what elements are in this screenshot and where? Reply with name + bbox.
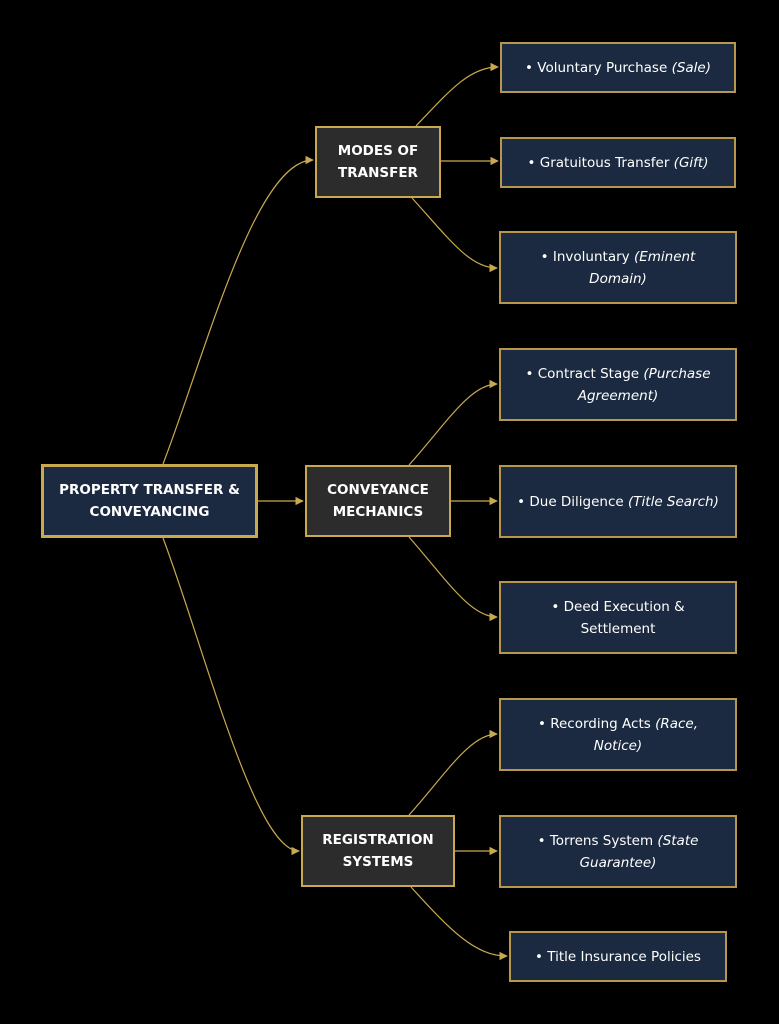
leaf-node-due-diligence: • Due Diligence (Title Search) — [499, 465, 737, 538]
leaf-main: • Torrens System — [537, 832, 654, 849]
leaf-detail: (Eminent Domain) — [589, 248, 696, 287]
leaf-main: • Due Diligence — [517, 493, 624, 510]
leaf-node-contract-stage: • Contract Stage (Purchase Agreement) — [499, 348, 737, 421]
edge-modes-to-voluntary — [415, 62, 499, 127]
leaf-main: • Gratuitous Transfer — [527, 154, 670, 171]
leaf-main: • Recording Acts — [537, 715, 651, 732]
leaf-text: • Gratuitous Transfer (Gift) — [528, 152, 709, 174]
branch-label: REGISTRATION SYSTEMS — [322, 832, 434, 870]
leaf-detail: (Sale) — [671, 59, 711, 76]
leaf-text: • Title Insurance Policies — [535, 946, 701, 968]
leaf-node-involuntary: • Involuntary (Eminent Domain) — [499, 231, 737, 304]
edge-conveyance-to-deed — [408, 536, 498, 622]
leaf-main: • Title Insurance Policies — [535, 948, 701, 965]
edge-registration-to-title-insurance — [410, 886, 508, 961]
leaf-detail: (Race, Notice) — [593, 715, 699, 754]
branch-node-conveyance-mechanics: CONVEYANCE MECHANICS — [305, 465, 451, 537]
root-label: PROPERTY TRANSFER & CONVEYANCING — [59, 482, 240, 520]
leaf-node-torrens-system: • Torrens System (State Guarantee) — [499, 815, 737, 888]
leaf-text: • Torrens System (State Guarantee) — [513, 830, 723, 874]
leaf-detail: (Title Search) — [628, 493, 719, 510]
edge-registration-to-recording — [408, 729, 498, 816]
leaf-main: • Deed Execution & Settlement — [551, 598, 685, 637]
root-node: PROPERTY TRANSFER & CONVEYANCING — [41, 464, 258, 538]
leaf-text: • Involuntary (Eminent Domain) — [513, 246, 723, 290]
leaf-detail: (State Guarantee) — [579, 832, 699, 871]
leaf-text: • Recording Acts (Race, Notice) — [513, 713, 723, 757]
branch-node-registration-systems: REGISTRATION SYSTEMS — [301, 815, 455, 887]
leaf-detail: (Purchase Agreement) — [577, 365, 711, 404]
branch-label: CONVEYANCE MECHANICS — [327, 482, 429, 520]
leaf-text: • Deed Execution & Settlement — [513, 596, 723, 640]
leaf-main: • Voluntary Purchase — [525, 59, 668, 76]
leaf-text: • Voluntary Purchase (Sale) — [525, 57, 711, 79]
leaf-text: • Due Diligence (Title Search) — [517, 491, 719, 513]
branch-node-modes-of-transfer: MODES OF TRANSFER — [315, 126, 441, 198]
branch-label: MODES OF TRANSFER — [337, 143, 419, 181]
leaf-node-gratuitous-transfer: • Gratuitous Transfer (Gift) — [500, 137, 736, 188]
edge-root-to-modes — [162, 155, 314, 465]
leaf-main: • Contract Stage — [525, 365, 640, 382]
edge-conveyance-to-contract — [408, 379, 498, 466]
leaf-node-voluntary-purchase: • Voluntary Purchase (Sale) — [500, 42, 736, 93]
edge-root-to-registration — [162, 537, 300, 856]
leaf-main: • Involuntary — [540, 248, 630, 265]
edge-modes-to-involuntary — [411, 197, 498, 273]
leaf-detail: (Gift) — [673, 154, 709, 171]
leaf-node-title-insurance: • Title Insurance Policies — [509, 931, 727, 982]
leaf-text: • Contract Stage (Purchase Agreement) — [513, 363, 723, 407]
leaf-node-recording-acts: • Recording Acts (Race, Notice) — [499, 698, 737, 771]
leaf-node-deed-execution: • Deed Execution & Settlement — [499, 581, 737, 654]
